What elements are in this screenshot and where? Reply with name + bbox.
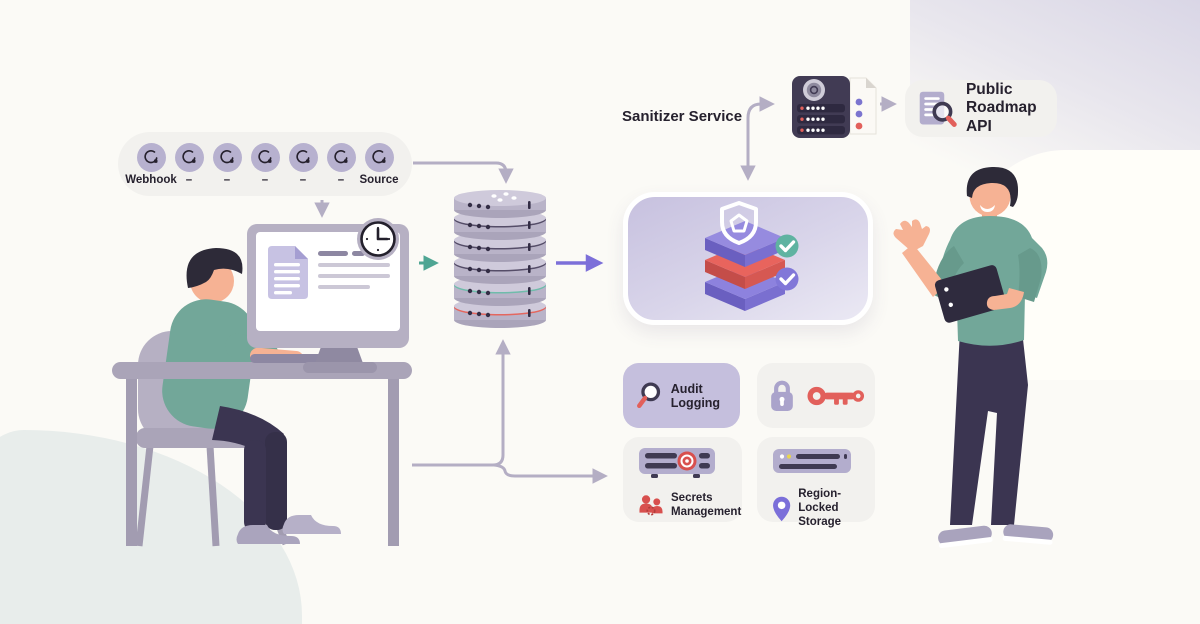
webhook-icon <box>250 142 280 172</box>
padlock-icon <box>771 380 793 411</box>
source-node-label: – <box>337 173 345 186</box>
webhook-node: – <box>322 142 360 186</box>
team-icon <box>639 495 663 516</box>
document-icon <box>268 246 308 299</box>
screen-text-lines <box>318 251 390 289</box>
open-hand <box>893 219 930 252</box>
webhook-icon <box>364 142 394 172</box>
clock-icon <box>357 218 399 260</box>
sanitizer-service-label: Sanitizer Service <box>622 108 743 125</box>
source-node-label: – <box>299 173 307 186</box>
public-roadmap-api-label: Public Roadmap API <box>965 81 1037 135</box>
magnifier-icon <box>637 382 661 408</box>
connector-sources-to-database <box>413 161 514 184</box>
sanitizer-server-icon <box>792 76 877 138</box>
public-roadmap-api-box: Public Roadmap API <box>905 80 1057 137</box>
region-locked-storage-label: Region-Locked Storage <box>798 488 842 528</box>
webhook-node: Source <box>359 142 399 186</box>
source-node-label: – <box>223 173 231 186</box>
lock-key-box <box>757 363 875 428</box>
source-node-label: – <box>185 173 193 186</box>
workstation-monitor <box>247 218 409 373</box>
webhook-icon <box>136 142 166 172</box>
check-teal-icon <box>775 234 799 258</box>
check-purple-icon <box>775 267 799 291</box>
shield-icon <box>720 201 758 245</box>
source-node-label: – <box>261 173 269 186</box>
webhook-node: – <box>284 142 322 186</box>
connector-desk-to-secrets <box>493 463 608 484</box>
location-pin-icon <box>773 496 791 521</box>
sanitizer-stack-icon <box>705 201 799 311</box>
source-node-label: Source <box>359 173 399 186</box>
audit-logging-label: Audit Logging <box>670 381 721 410</box>
webhook-icon <box>174 142 204 172</box>
webhook-icon <box>326 142 356 172</box>
webhook-icon <box>212 142 242 172</box>
key-icon <box>807 386 865 405</box>
secrets-server-icon <box>639 448 715 478</box>
webhook-icon <box>288 142 318 172</box>
source-node-label: Webhook <box>125 173 177 186</box>
webhook-node: Webhook <box>125 142 177 186</box>
webhook-node: – <box>246 142 284 186</box>
webhook-node: – <box>208 142 246 186</box>
standing-person <box>893 166 1054 549</box>
audit-logging-box: Audit Logging <box>623 363 740 428</box>
source-row: Webhook – – – – <box>118 132 412 196</box>
database-icon <box>454 190 546 328</box>
webhook-node: – <box>170 142 208 186</box>
storage-server-icon <box>773 449 851 473</box>
connector-sanitizer-up <box>740 102 762 181</box>
document-search-icon <box>919 91 957 127</box>
secrets-management-label: Secrets Management <box>671 492 742 518</box>
connector-desk-to-database <box>412 339 511 467</box>
secrets-management-box: Secrets Management <box>623 437 742 522</box>
region-locked-storage-box: Region-Locked Storage <box>757 437 875 528</box>
